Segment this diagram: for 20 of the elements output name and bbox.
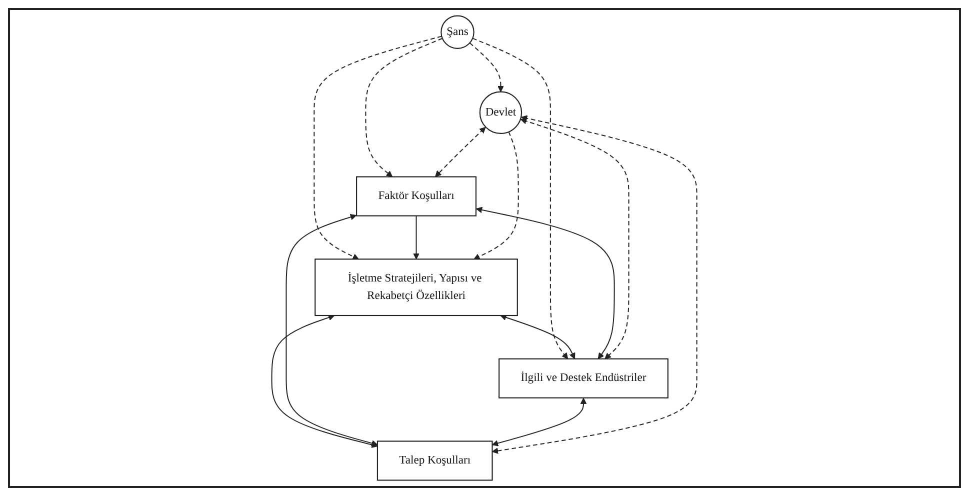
arrow [314,36,442,260]
arrow [474,132,520,260]
arrow [271,314,378,448]
node-box: Talep Koşulları [377,440,493,481]
arrow [413,216,420,260]
arrow [492,398,587,446]
arrow [472,38,568,360]
arrow [435,126,486,178]
node-circle: Şans [440,15,475,49]
node-box: İşletme Stratejileri, Yapısı ve Rekabetçi Özellikleri [314,258,518,316]
arrow [365,38,443,178]
arrow [286,214,378,446]
node-box: Faktör Koşulları [356,176,477,216]
node-circle: Devlet [480,91,522,134]
arrow [476,206,616,360]
arrow [470,42,504,92]
arrow [492,115,698,454]
node-box: İlgili ve Destek Endüstriler [498,358,669,398]
arrow [520,118,630,360]
arrow [500,314,576,360]
